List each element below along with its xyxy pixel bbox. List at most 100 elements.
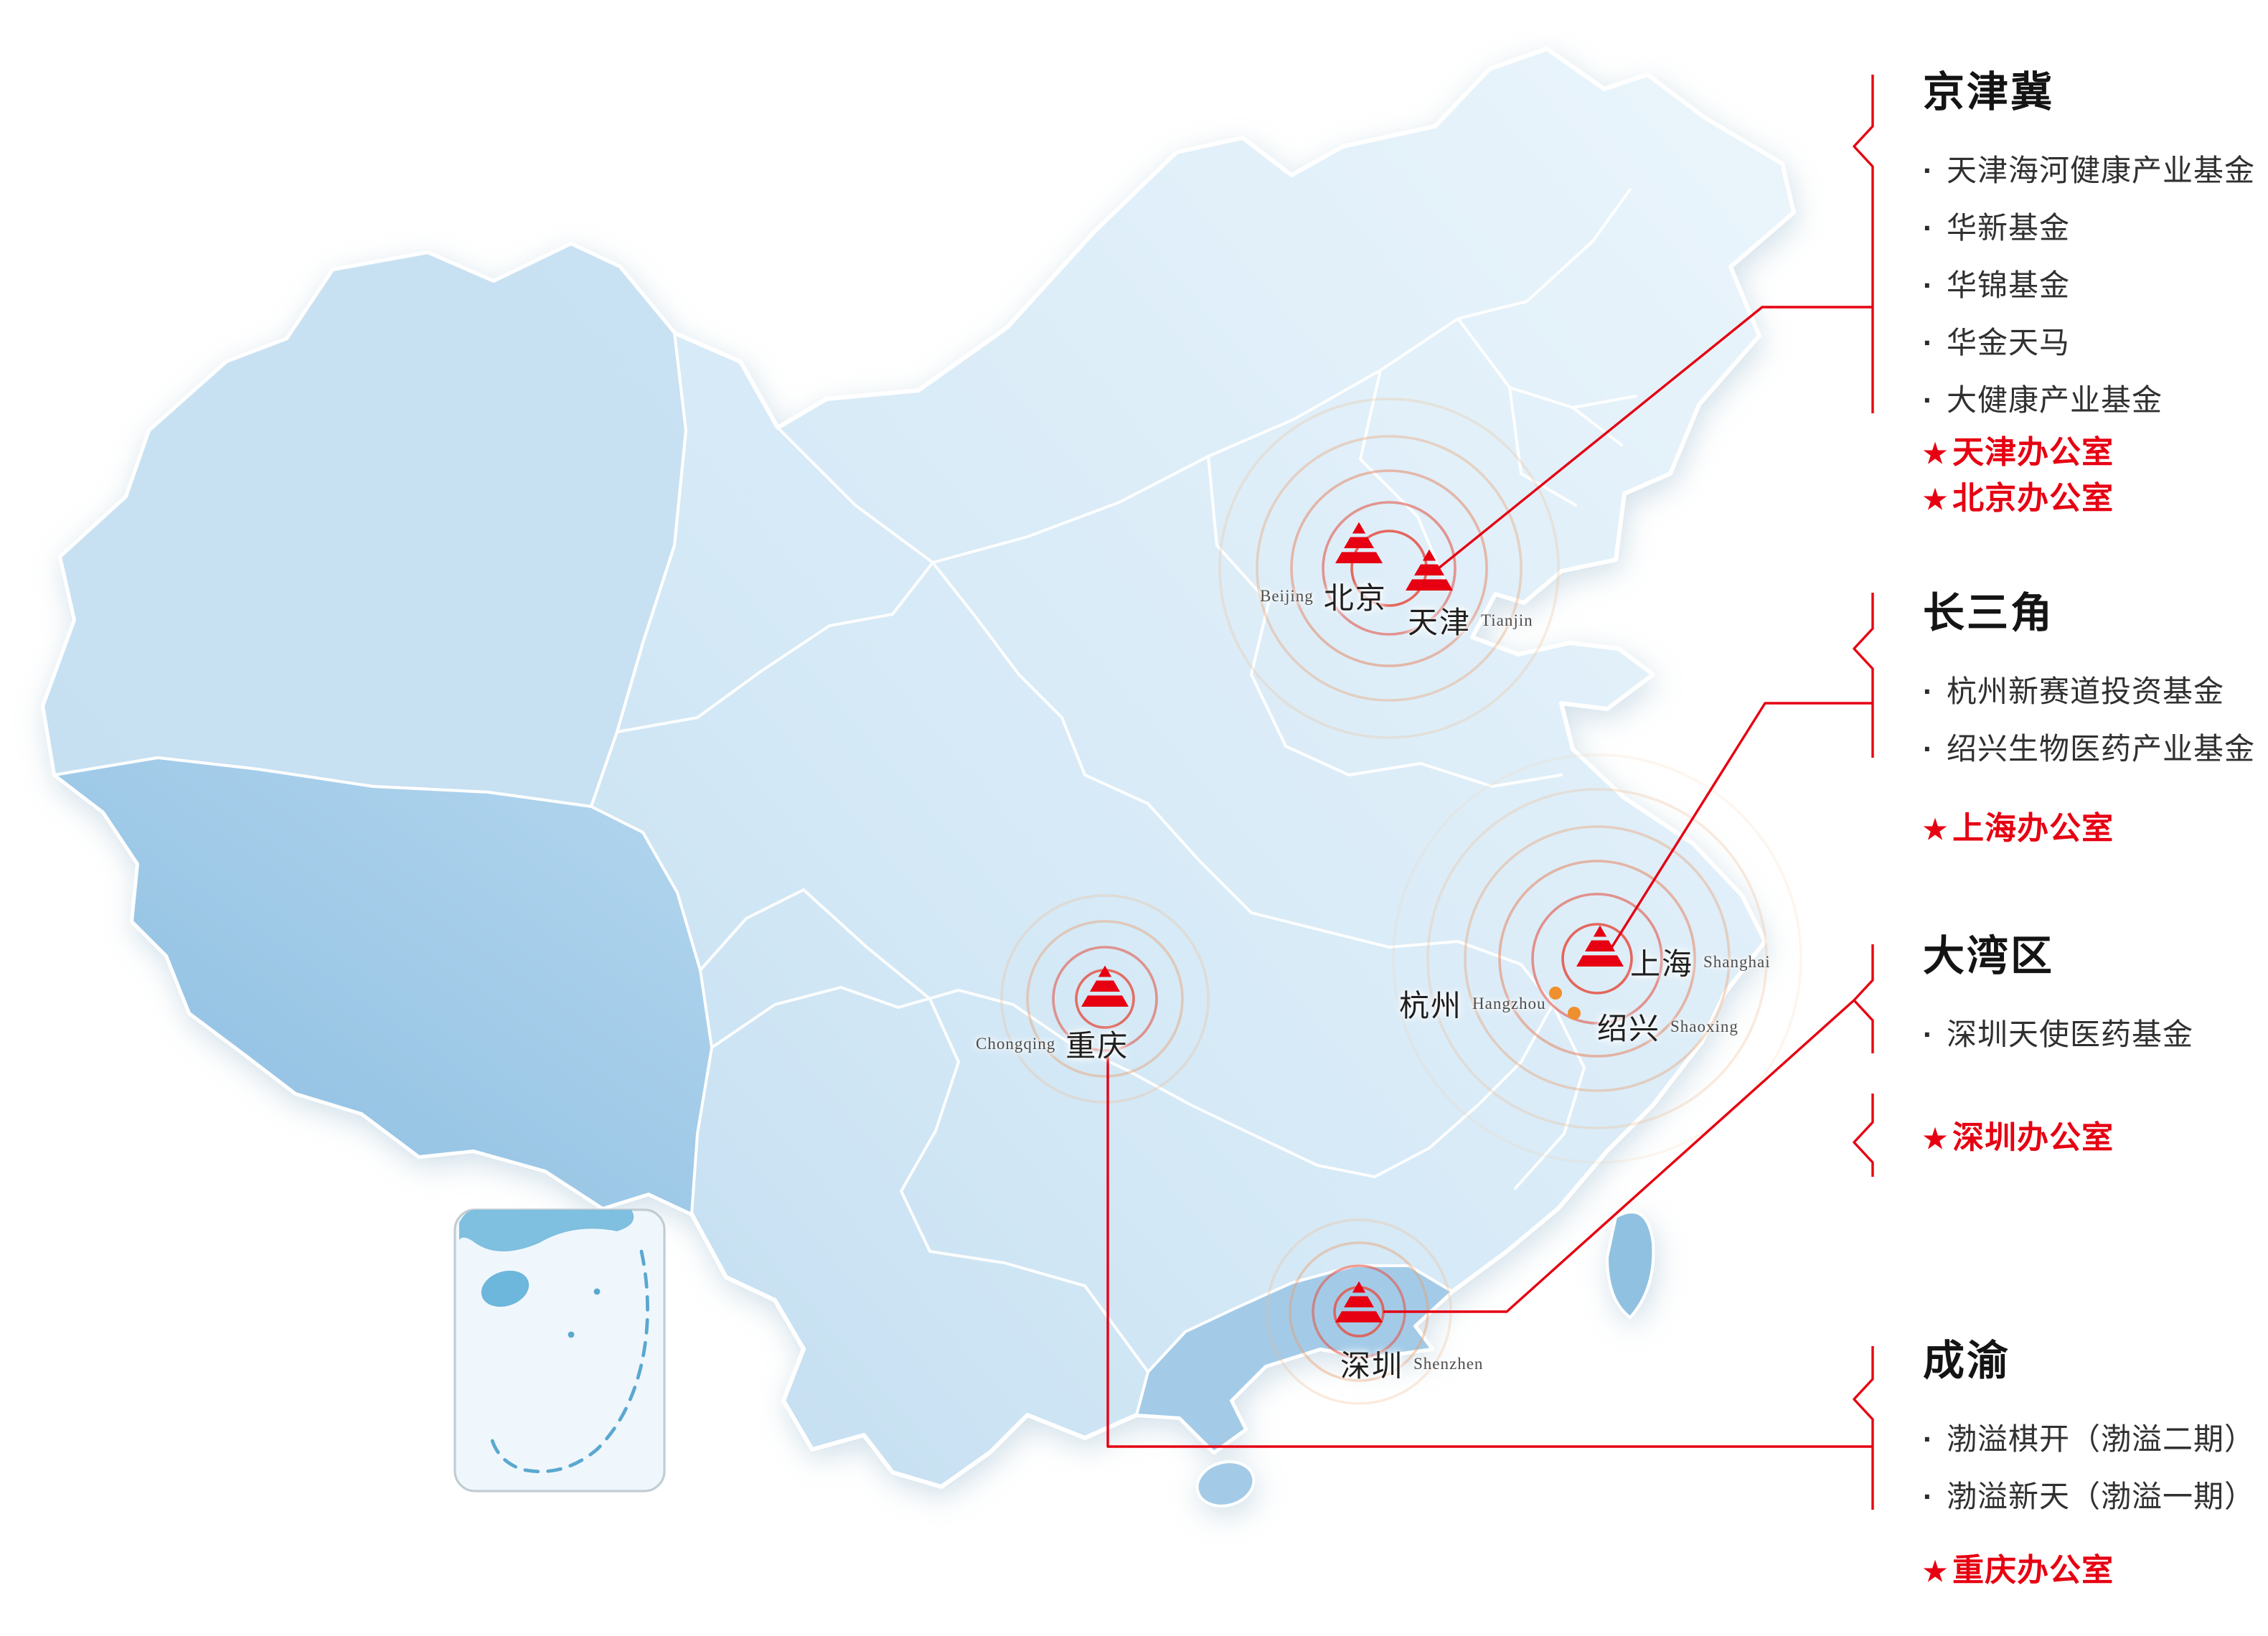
fund-name: 天津海河健康产业基金 bbox=[1947, 154, 2256, 187]
south-china-sea-inset bbox=[453, 1208, 666, 1492]
bullet-icon: · bbox=[1923, 383, 1934, 417]
city-name: 重庆 bbox=[1065, 1029, 1129, 1063]
office-name: 深圳办公室 bbox=[1952, 1120, 2114, 1155]
city-name: 北京 bbox=[1323, 581, 1387, 615]
hainan-island bbox=[1195, 1460, 1256, 1508]
city-label-tianjin: 天津 Tianjin bbox=[1408, 598, 1533, 642]
bracket-dawanqu bbox=[1853, 944, 1874, 1053]
star-icon: ★ bbox=[1923, 1124, 1949, 1155]
fund-item: · 渤溢棋开（渤溢二期） bbox=[1923, 1411, 2255, 1468]
bracket-changsanjiao bbox=[1853, 593, 1874, 758]
city-name: 天津 bbox=[1408, 606, 1472, 639]
city-pinyin: Shanghai bbox=[1703, 952, 1771, 971]
fund-item: ·华锦基金 bbox=[1923, 257, 2255, 314]
province-borders bbox=[590, 188, 1637, 1373]
region-title: 大湾区 bbox=[1923, 933, 2055, 979]
fund-name: 华锦基金 bbox=[1947, 268, 2071, 302]
office-name: 北京办公室 bbox=[1952, 481, 2114, 516]
office-list: ★重庆办公室 bbox=[1923, 1548, 2255, 1594]
fund-list: · 杭州新赛道投资基金 · 绍兴生物医药产业基金 bbox=[1923, 663, 2255, 778]
city-name: 深圳 bbox=[1340, 1349, 1404, 1383]
fund-name: 大健康产业基金 bbox=[1947, 383, 2163, 417]
fund-name: 渤溢棋开（渤溢二期） bbox=[1947, 1422, 2256, 1456]
region-brackets bbox=[1853, 75, 1874, 1510]
fund-name: 华金天马 bbox=[1947, 326, 2071, 359]
fund-item: · 华金天马 bbox=[1923, 314, 2255, 372]
fund-dot-hangzhou bbox=[1549, 987, 1562, 1000]
ripple-beijing-tianjin bbox=[1218, 398, 1560, 739]
tibet-region bbox=[53, 756, 713, 1216]
star-icon: ★ bbox=[1923, 1557, 1949, 1587]
fund-name: 绍兴生物医药产业基金 bbox=[1947, 732, 2256, 766]
bullet-icon: · bbox=[1923, 732, 1934, 766]
connector-line-dawanqu bbox=[1383, 999, 1855, 1313]
star-icon: ★ bbox=[1923, 439, 1949, 469]
city-name: 绍兴 bbox=[1597, 1012, 1661, 1045]
fund-item: ·渤溢新天（渤溢一期） bbox=[1923, 1468, 2255, 1525]
office-label: ★上海办公室 bbox=[1923, 807, 2255, 852]
nine-dash-line bbox=[489, 1249, 649, 1474]
city-name: 杭州 bbox=[1399, 989, 1463, 1022]
city-label-beijing: Beijing 北京 bbox=[1260, 574, 1387, 618]
bracket-jingjinji bbox=[1853, 75, 1874, 413]
office-name: 天津办公室 bbox=[1952, 435, 2114, 470]
city-pinyin: Hangzhou bbox=[1472, 994, 1546, 1012]
office-label: ★深圳办公室 bbox=[1923, 1116, 2193, 1162]
city-label-shanghai: 上海 Shanghai bbox=[1630, 940, 1771, 984]
city-pinyin: Shenzhen bbox=[1413, 1354, 1484, 1373]
star-icon: ★ bbox=[1923, 815, 1949, 845]
star-icon: ★ bbox=[1923, 485, 1949, 515]
fund-name: 杭州新赛道投资基金 bbox=[1947, 674, 2225, 708]
city-name: 上海 bbox=[1630, 947, 1694, 981]
city-label-shaoxing: 绍兴 Shaoxing bbox=[1597, 1005, 1738, 1048]
bracket-chengyu bbox=[1853, 1346, 1874, 1510]
city-label-shenzhen: 深圳 Shenzhen bbox=[1340, 1342, 1483, 1386]
fund-item: · 绍兴生物医药产业基金 bbox=[1923, 720, 2255, 778]
office-list: ★深圳办公室 bbox=[1923, 1116, 2193, 1162]
fund-item: · 大健康产业基金 bbox=[1923, 372, 2255, 429]
office-list: ★上海办公室 bbox=[1923, 807, 2255, 852]
fund-dot-shaoxing bbox=[1568, 1007, 1581, 1020]
bullet-icon: · bbox=[1923, 326, 1934, 359]
taiwan-island bbox=[1605, 1210, 1655, 1320]
connector-line-changsanjiao bbox=[1609, 702, 1873, 951]
inset-coastline bbox=[459, 1210, 634, 1251]
connector-line-jingjinji bbox=[1434, 306, 1873, 573]
bullet-icon: · bbox=[1923, 674, 1934, 708]
fund-name: 渤溢新天（渤溢一期） bbox=[1947, 1480, 2256, 1513]
fund-item: ·深圳天使医药基金 bbox=[1923, 1006, 2193, 1063]
office-list: ★天津办公室 ★北京办公室 bbox=[1923, 431, 2255, 522]
ripple-shanghai bbox=[1392, 753, 1802, 1164]
connector-lines bbox=[1106, 306, 1873, 1448]
office-name: 重庆办公室 bbox=[1952, 1553, 2114, 1588]
office-name: 上海办公室 bbox=[1952, 811, 2114, 846]
fund-name: 华新基金 bbox=[1947, 211, 2071, 245]
city-pinyin: Chongqing bbox=[976, 1034, 1056, 1053]
connector-line-chengyu bbox=[1106, 1056, 1873, 1448]
city-pinyin: Shaoxing bbox=[1670, 1017, 1738, 1035]
fund-list: ·深圳天使医药基金 bbox=[1923, 1006, 2193, 1063]
city-label-chongqing: Chongqing 重庆 bbox=[976, 1022, 1129, 1066]
fund-list: · 天津海河健康产业基金 ·华新基金 ·华锦基金 · 华金天马 · 大健康产业基金 bbox=[1923, 142, 2255, 429]
fund-item: · 杭州新赛道投资基金 bbox=[1923, 663, 2255, 720]
region-title: 成渝 bbox=[1923, 1338, 2011, 1384]
fund-item: ·华新基金 bbox=[1923, 199, 2255, 257]
city-label-hangzhou: 杭州 Hangzhou bbox=[1399, 982, 1546, 1025]
region-title: 长三角 bbox=[1923, 590, 2055, 636]
fund-list: · 渤溢棋开（渤溢二期） ·渤溢新天（渤溢一期） bbox=[1923, 1411, 2255, 1525]
city-pinyin: Beijing bbox=[1260, 586, 1314, 605]
bullet-icon: · bbox=[1923, 1422, 1934, 1456]
inset-hainan-island bbox=[481, 1270, 530, 1307]
city-pinyin: Tianjin bbox=[1481, 611, 1533, 629]
inset-island-dot bbox=[593, 1288, 601, 1295]
bullet-icon: · bbox=[1923, 154, 1934, 187]
fund-item: · 天津海河健康产业基金 bbox=[1923, 142, 2255, 199]
office-label: ★天津办公室 bbox=[1923, 431, 2255, 476]
office-label: ★重庆办公室 bbox=[1923, 1548, 2255, 1594]
region-block-jingjinji: 京津冀 ·天津海河健康产业基金 ·华新基金 ·华锦基金 ·华金天马 ·大健康产业… bbox=[1923, 69, 2255, 522]
xinjiang-region bbox=[42, 243, 687, 808]
office-label: ★北京办公室 bbox=[1923, 476, 2255, 522]
region-block-chengyu: 成渝 · 渤溢棋开（渤溢二期） ·渤溢新天（渤溢一期） ★重庆办公室 bbox=[1923, 1338, 2255, 1594]
